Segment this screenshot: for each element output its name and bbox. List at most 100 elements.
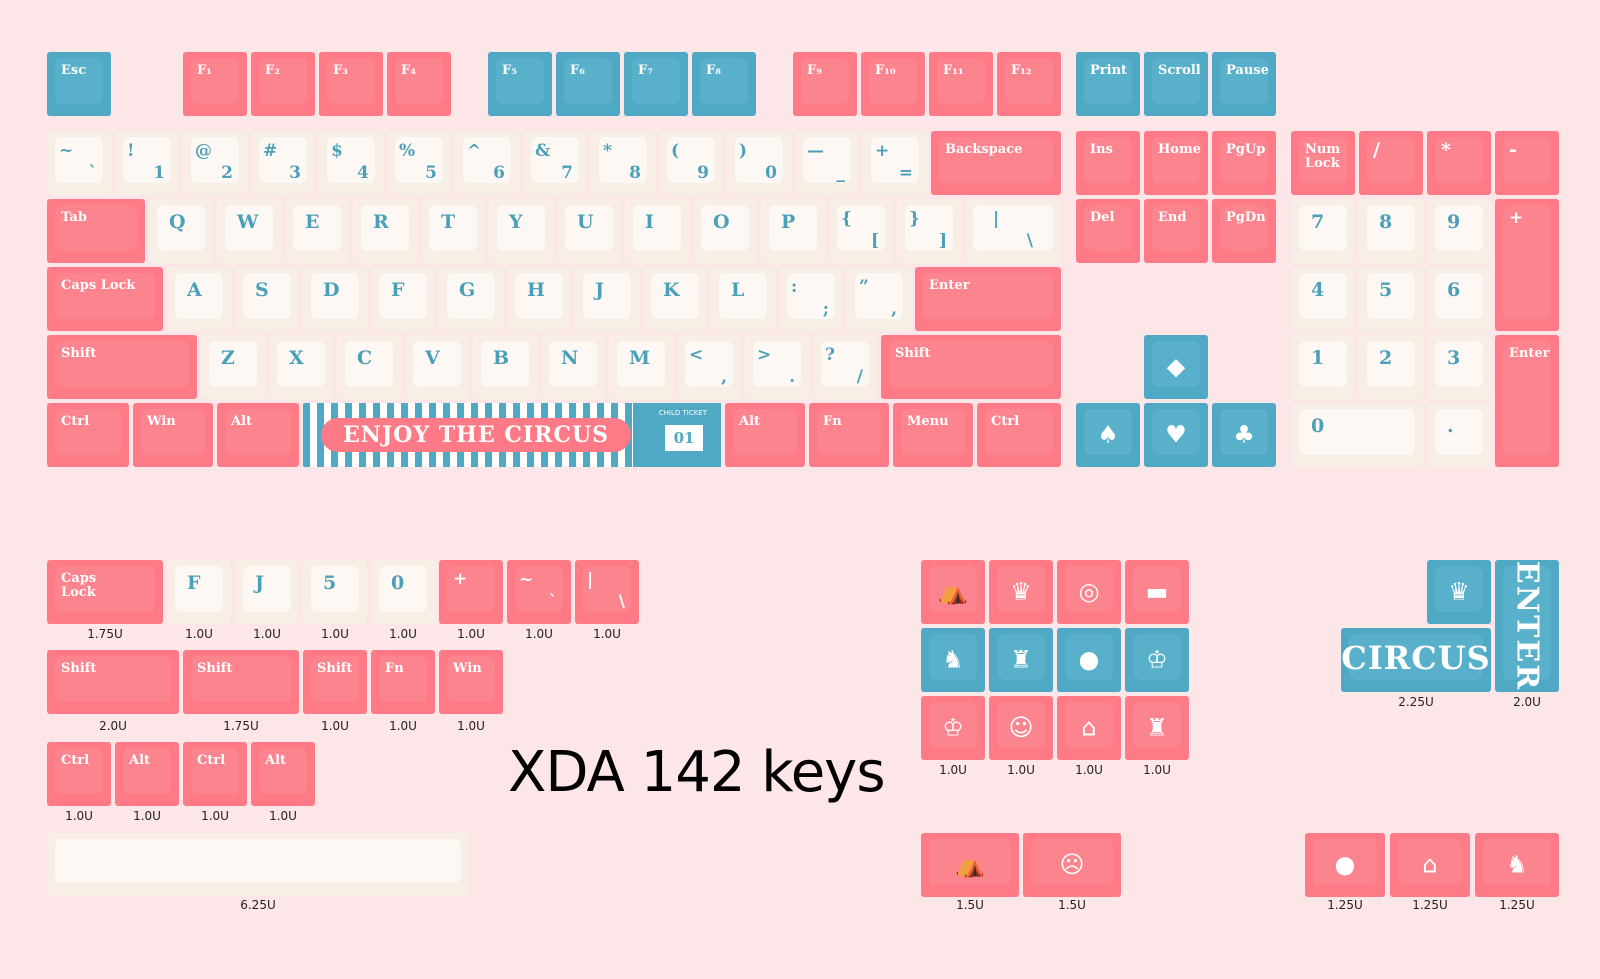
key-g: G (439, 267, 503, 331)
size-label: 1.0U (389, 719, 417, 733)
key-shift-symbol: & (535, 141, 551, 161)
key-base-symbol: \ (1026, 231, 1033, 251)
key-label: F₁₂ (1011, 63, 1032, 78)
key-f9: F₉ (793, 52, 857, 116)
size-label: 1.0U (1143, 763, 1171, 777)
key-shift-symbol: ^ (467, 141, 482, 161)
hoop-icon: ◎ (1078, 577, 1100, 606)
extra-alt-2: Alt (251, 742, 315, 806)
key-label: Pause (1226, 63, 1269, 78)
key-label: Q (169, 211, 186, 233)
size-label: 1.0U (593, 627, 621, 641)
key-j: J (575, 267, 639, 331)
key-9: (9 (659, 131, 723, 195)
key-label: Tab (61, 210, 87, 225)
key-label: - (1509, 139, 1517, 161)
key-label: Enter (929, 278, 970, 293)
key-minus: —_ (795, 131, 859, 195)
extra-shift-175u: Shift (183, 650, 299, 714)
key-b: B (473, 335, 537, 399)
key-base-symbol: 2 (221, 163, 233, 183)
key-delete: Del (1076, 199, 1140, 263)
key-label: Shift (61, 661, 97, 676)
key-shift-symbol: # (263, 141, 278, 161)
icon-key-booth-wide: ⌂ (1390, 833, 1470, 897)
extra-ctrl-1: Ctrl (47, 742, 111, 806)
key-s: S (235, 267, 299, 331)
key-0: )0 (727, 131, 791, 195)
key-base-symbol: = (898, 163, 913, 183)
jester-hat-icon: ♛ (1448, 577, 1470, 606)
icon-key-crown: ♔ (1125, 628, 1189, 692)
key-base-symbol: 8 (629, 163, 641, 183)
key-caps-lock: Caps Lock (47, 267, 163, 331)
size-label: 1.75U (87, 627, 123, 641)
key-base-symbol: 9 (697, 163, 709, 183)
key-label: / (1373, 139, 1380, 161)
icon-key-crown-2: ♔ (921, 696, 985, 760)
key-label: Shift (197, 661, 233, 676)
key-num-star: * (1427, 131, 1491, 195)
icon-key-ring: ◎ (1057, 560, 1121, 624)
key-shift-symbol: * (603, 141, 612, 161)
seal-icon: ♞ (1506, 850, 1528, 879)
key-base-symbol: ] (938, 231, 947, 251)
key-label: Esc (61, 63, 87, 78)
key-label: F (391, 279, 405, 301)
size-label: 2.0U (99, 719, 127, 733)
key-label: 7 (1311, 211, 1325, 233)
circus-label: CIRCUS (1341, 639, 1491, 678)
key-x: X (269, 335, 333, 399)
key-period: >. (745, 335, 809, 399)
key-label: Fn (823, 414, 842, 429)
key-e: E (285, 199, 349, 263)
spade-icon: ♠ (1097, 420, 1119, 449)
key-label: Shift (895, 346, 931, 361)
key-label: Alt (265, 753, 287, 768)
key-shift-symbol: : (791, 277, 798, 297)
key-shift-symbol: | (993, 209, 1000, 229)
icon-key-masks: ☹ (1023, 833, 1121, 897)
key-label: 2 (1379, 347, 1393, 369)
key-esc: Esc (47, 52, 111, 116)
key-label: Ctrl (991, 414, 1020, 429)
key-label: D (323, 279, 340, 301)
key-label: Scroll (1158, 63, 1201, 78)
key-f12: F₁₂ (997, 52, 1061, 116)
extra-f: F (167, 560, 231, 624)
key-num-dot: . (1427, 403, 1491, 467)
diamond-icon: ◆ (1166, 352, 1186, 381)
key-shift-symbol: ~ (59, 141, 74, 161)
key-label: Del (1090, 210, 1115, 225)
key-label: 0 (391, 572, 405, 594)
key-label: M (629, 347, 651, 369)
key-arrow-up: ◆ (1144, 335, 1208, 399)
key-m: M (609, 335, 673, 399)
key-p: P (761, 199, 825, 263)
icon-key-seal: ♞ (921, 628, 985, 692)
ticket-graphic: CHILD TICKET 01 (633, 403, 721, 467)
key-base-symbol: 7 (561, 163, 573, 183)
key-lbracket: {[ (829, 199, 893, 263)
key-base-symbol: _ (836, 163, 846, 183)
key-shift-symbol: — (807, 141, 824, 161)
key-base-symbol: [ (870, 231, 879, 251)
size-label: 1.0U (65, 809, 93, 823)
key-label: S (255, 279, 269, 301)
elephant-icon: ♜ (1010, 645, 1032, 674)
key-label: N (561, 347, 579, 369)
key-arrow-down: ♥ (1144, 403, 1208, 467)
key-h: H (507, 267, 571, 331)
spacebar: ENJOY THE CIRCUS CHILD TICKET 01 (303, 403, 721, 467)
size-label: 2.25U (1398, 695, 1434, 709)
key-base-symbol: ` (88, 163, 98, 183)
key-label: C (357, 347, 373, 369)
size-label: 6.25U (240, 898, 276, 912)
key-label: W (237, 211, 259, 233)
key-label: E (305, 211, 320, 233)
key-label: Home (1158, 142, 1201, 157)
key-label: 5 (323, 572, 337, 594)
icon-key-jester-hat: ♛ (989, 560, 1053, 624)
key-i: I (625, 199, 689, 263)
key-quote: ”, (847, 267, 911, 331)
